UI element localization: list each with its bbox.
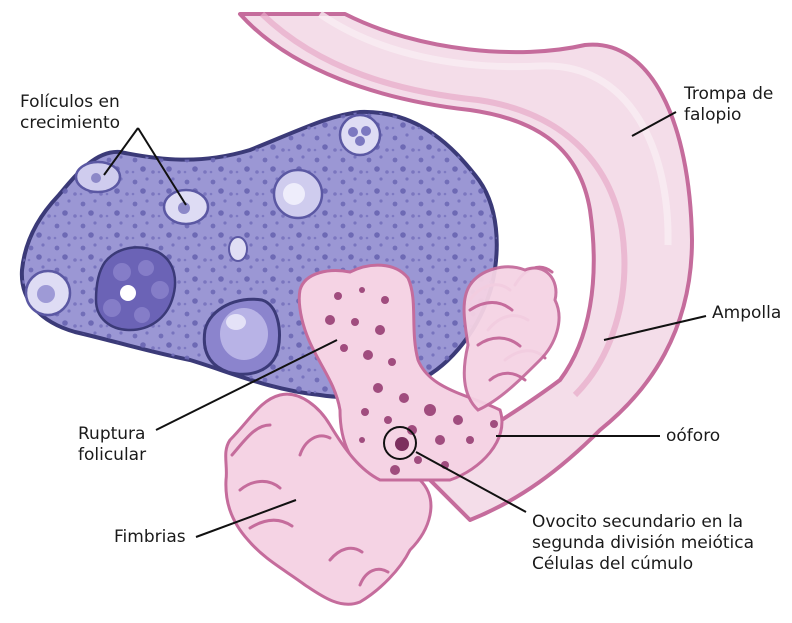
follicle-top [340,115,380,155]
label-ruptura-line1: Ruptura [78,424,146,445]
mature-follicle [204,299,279,374]
label-ruptura: Ruptura folicular [78,424,146,466]
label-fimbrias-text: Fimbrias [114,527,186,548]
label-fimbrias: Fimbrias [114,527,186,548]
follicle-small-2 [164,190,208,224]
label-trompa: Trompa de falopio [684,84,773,126]
label-ovocito: Ovocito secundario en la segunda divisió… [532,512,754,575]
label-ovocito-line2: segunda división meiótica [532,533,754,554]
label-ruptura-line2: folicular [78,445,146,466]
label-trompa-line2: falopio [684,105,773,126]
follicle-medium [274,170,322,218]
ovary [22,112,497,397]
label-foliculos: Folículos en crecimiento [20,92,120,134]
label-foliculos-line2: crecimiento [20,113,120,134]
label-ovocito-line1: Ovocito secundario en la [532,512,754,533]
label-ampolla: Ampolla [712,303,781,324]
label-ooforo-text: oóforo [666,426,720,447]
label-trompa-line1: Trompa de [684,84,773,105]
label-foliculos-line1: Folículos en [20,92,120,113]
follicle-small-1 [76,162,120,192]
label-ooforo: oóforo [666,426,720,447]
label-ampolla-text: Ampolla [712,303,781,324]
follicle-left [26,271,70,315]
label-ovocito-line3: Células del cúmulo [532,554,754,575]
